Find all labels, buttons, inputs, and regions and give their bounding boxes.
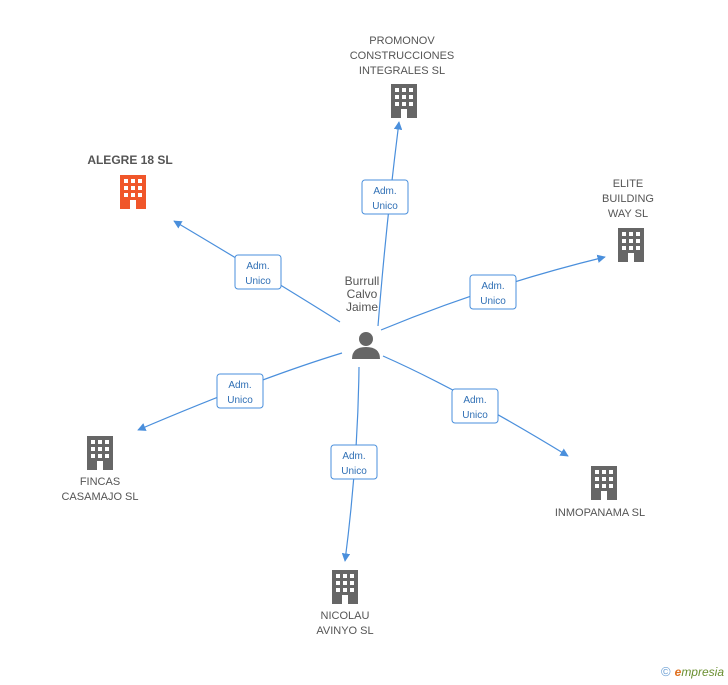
company-name-line: INTEGRALES SL [359, 65, 445, 77]
company-name-line: PROMONOV [369, 35, 435, 47]
company-name-line: INMOPANAMA SL [555, 507, 645, 519]
building-icon [618, 228, 644, 262]
company-name-line: WAY SL [608, 208, 648, 220]
footer-brand: © empresia [661, 664, 724, 679]
relation-label-line: Unico [462, 410, 488, 421]
person-name-line: Jaime [346, 300, 378, 314]
company-node-fincas[interactable]: FINCAS CASAMAJO SL [61, 436, 139, 503]
building-icon [391, 84, 417, 118]
company-node-inmopanama[interactable]: INMOPANAMA SL [555, 466, 645, 519]
relation-label-line: Unico [245, 276, 271, 287]
company-name-line: CASAMAJO SL [61, 491, 138, 503]
relation-label-line: Unico [372, 201, 398, 212]
brand-logo[interactable]: empresia [674, 664, 724, 679]
relation-label-line: Adm. [228, 380, 251, 391]
company-name-line: ELITE [613, 178, 644, 190]
company-node-promonov[interactable]: PROMONOV CONSTRUCCIONES INTEGRALES SL [350, 35, 455, 118]
relation-label-line: Adm. [463, 395, 486, 406]
building-icon [332, 570, 358, 604]
relation-box-elite[interactable]: Adm. Unico [469, 274, 517, 310]
relation-label-line: Adm. [342, 451, 365, 462]
relation-label-line: Adm. [481, 281, 504, 292]
relation-box-nicolau[interactable]: Adm. Unico [330, 444, 378, 480]
company-name-line: CONSTRUCCIONES [350, 50, 455, 62]
relation-label-line: Adm. [373, 186, 396, 197]
person-name-line: Burrull [345, 274, 380, 288]
relation-label-line: Unico [341, 466, 367, 477]
relation-box-promonov[interactable]: Adm. Unico [361, 179, 409, 215]
company-node-nicolau[interactable]: NICOLAU AVINYO SL [316, 570, 374, 637]
building-icon [120, 175, 146, 209]
company-name-line: FINCAS [80, 476, 120, 488]
company-node-alegre[interactable]: ALEGRE 18 SL [87, 153, 173, 209]
company-name-line: NICOLAU [321, 610, 370, 622]
company-name-line: BUILDING [602, 193, 654, 205]
person-icon [352, 332, 380, 359]
company-name-line: ALEGRE 18 SL [87, 153, 172, 167]
relation-box-inmopanama[interactable]: Adm. Unico [451, 388, 499, 424]
relation-label-line: Unico [227, 395, 253, 406]
building-icon [87, 436, 113, 470]
company-node-elite[interactable]: ELITE BUILDING WAY SL [602, 178, 654, 262]
person-name-line: Calvo [347, 287, 378, 301]
relation-label-line: Adm. [246, 261, 269, 272]
relation-box-fincas[interactable]: Adm. Unico [216, 373, 264, 409]
relation-box-alegre[interactable]: Adm. Unico [234, 254, 282, 290]
copyright-icon: © [661, 664, 671, 679]
company-name-line: AVINYO SL [316, 625, 373, 637]
relation-label-line: Unico [480, 296, 506, 307]
edge-promonov [377, 121, 403, 327]
building-icon [591, 466, 617, 500]
